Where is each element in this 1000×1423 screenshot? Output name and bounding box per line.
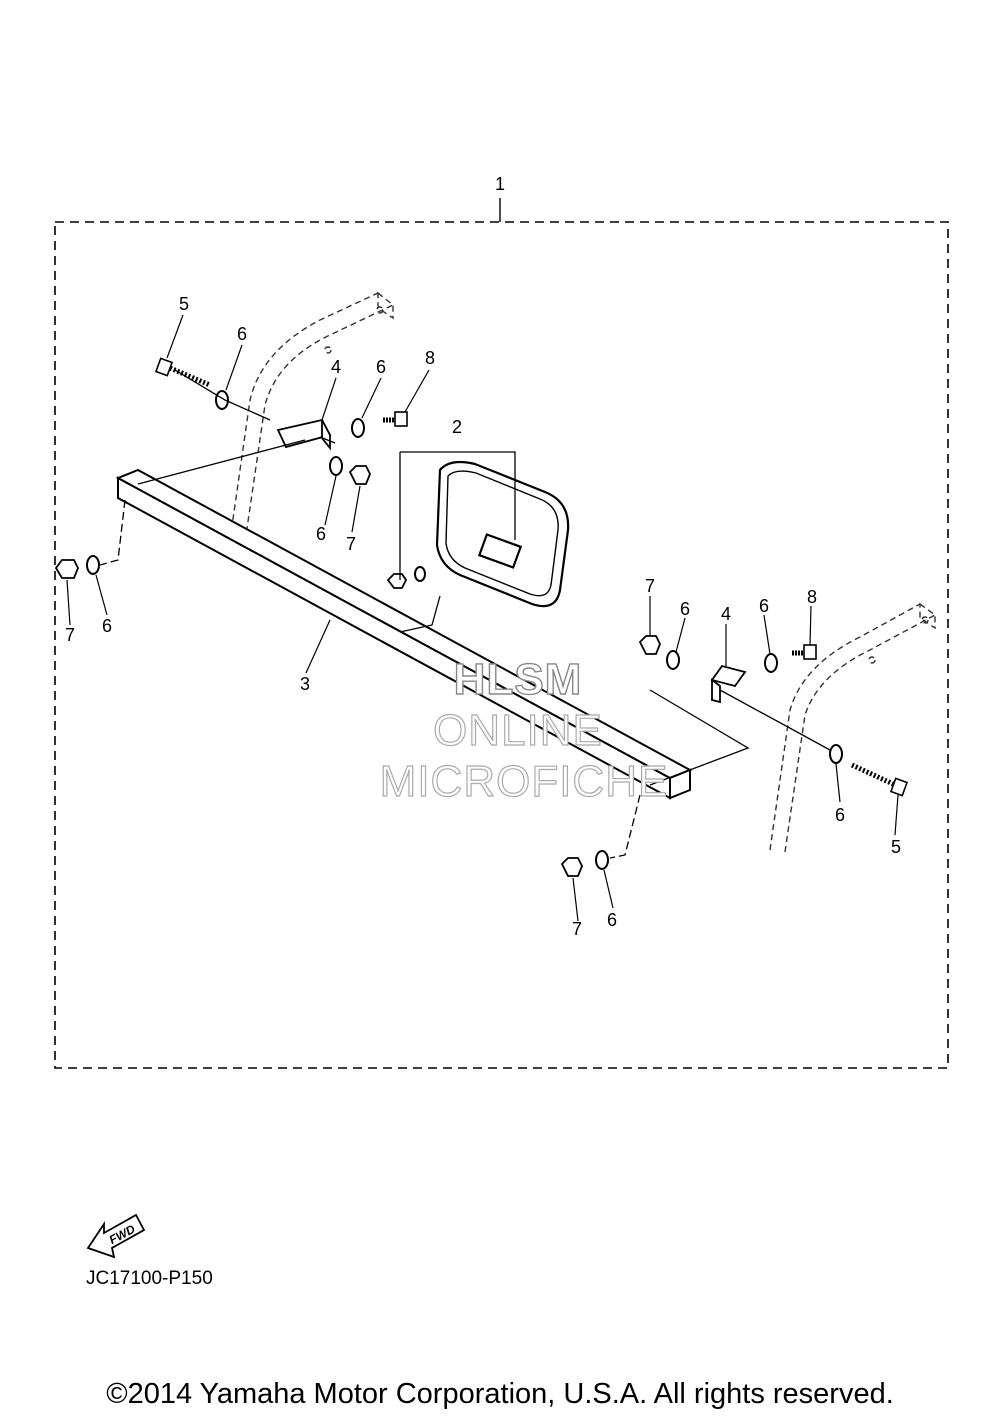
- callout-1: 1: [495, 174, 505, 194]
- callout-3: 3: [300, 674, 310, 694]
- watermark-line-1: HLSM: [454, 655, 583, 704]
- callout-6-f: 6: [759, 596, 769, 616]
- mirror-bar: [115, 468, 693, 800]
- callout-6-c: 6: [316, 524, 326, 544]
- callout-8-right: 8: [807, 587, 817, 607]
- callout-7-b: 7: [65, 625, 75, 645]
- screw-left: [383, 411, 408, 427]
- watermark-line-3: MICROFICHE: [380, 757, 669, 806]
- callout-6-b: 6: [376, 357, 386, 377]
- callout-5-right: 5: [891, 837, 901, 857]
- callout-6-a: 6: [237, 324, 247, 344]
- washers: [86, 390, 843, 870]
- right-bracket: [710, 664, 747, 704]
- screw-right: [792, 644, 817, 660]
- bolt-right: [850, 762, 909, 797]
- callout-2: 2: [452, 417, 462, 437]
- callout-6-e: 6: [680, 599, 690, 619]
- watermark: HLSM ONLINE MICROFICHE: [379, 654, 669, 806]
- bolt-left: [154, 357, 211, 388]
- left-frame-tube: [229, 291, 394, 543]
- callout-6-g: 6: [835, 805, 845, 825]
- callout-8-left: 8: [425, 348, 435, 368]
- callout-6-h: 6: [607, 910, 617, 930]
- callouts: 1 2 3 4 4 5 5 6 6 6 6 6 6 6 6 7 7 7 7 8 …: [65, 174, 901, 939]
- watermark-line-2: ONLINE: [433, 706, 603, 755]
- callout-7-a: 7: [346, 534, 356, 554]
- callout-6-d: 6: [102, 616, 112, 636]
- callout-4-right: 4: [721, 604, 731, 624]
- callout-7-d: 7: [572, 919, 582, 939]
- left-bracket: [276, 418, 332, 451]
- copyright-notice: ©2014 Yamaha Motor Corporation, U.S.A. A…: [106, 1378, 894, 1410]
- diagram-code: JC17100-P150: [86, 1268, 213, 1289]
- mirror: [435, 460, 570, 608]
- callout-7-c: 7: [645, 576, 655, 596]
- callout-5-left: 5: [179, 294, 189, 314]
- right-frame-tube: [769, 602, 936, 853]
- callout-4-left: 4: [331, 357, 341, 377]
- leader-lines: [66, 314, 899, 922]
- assembly-lines: [99, 369, 831, 859]
- nuts: [54, 465, 661, 877]
- fwd-arrow-icon: FWD: [86, 1213, 146, 1259]
